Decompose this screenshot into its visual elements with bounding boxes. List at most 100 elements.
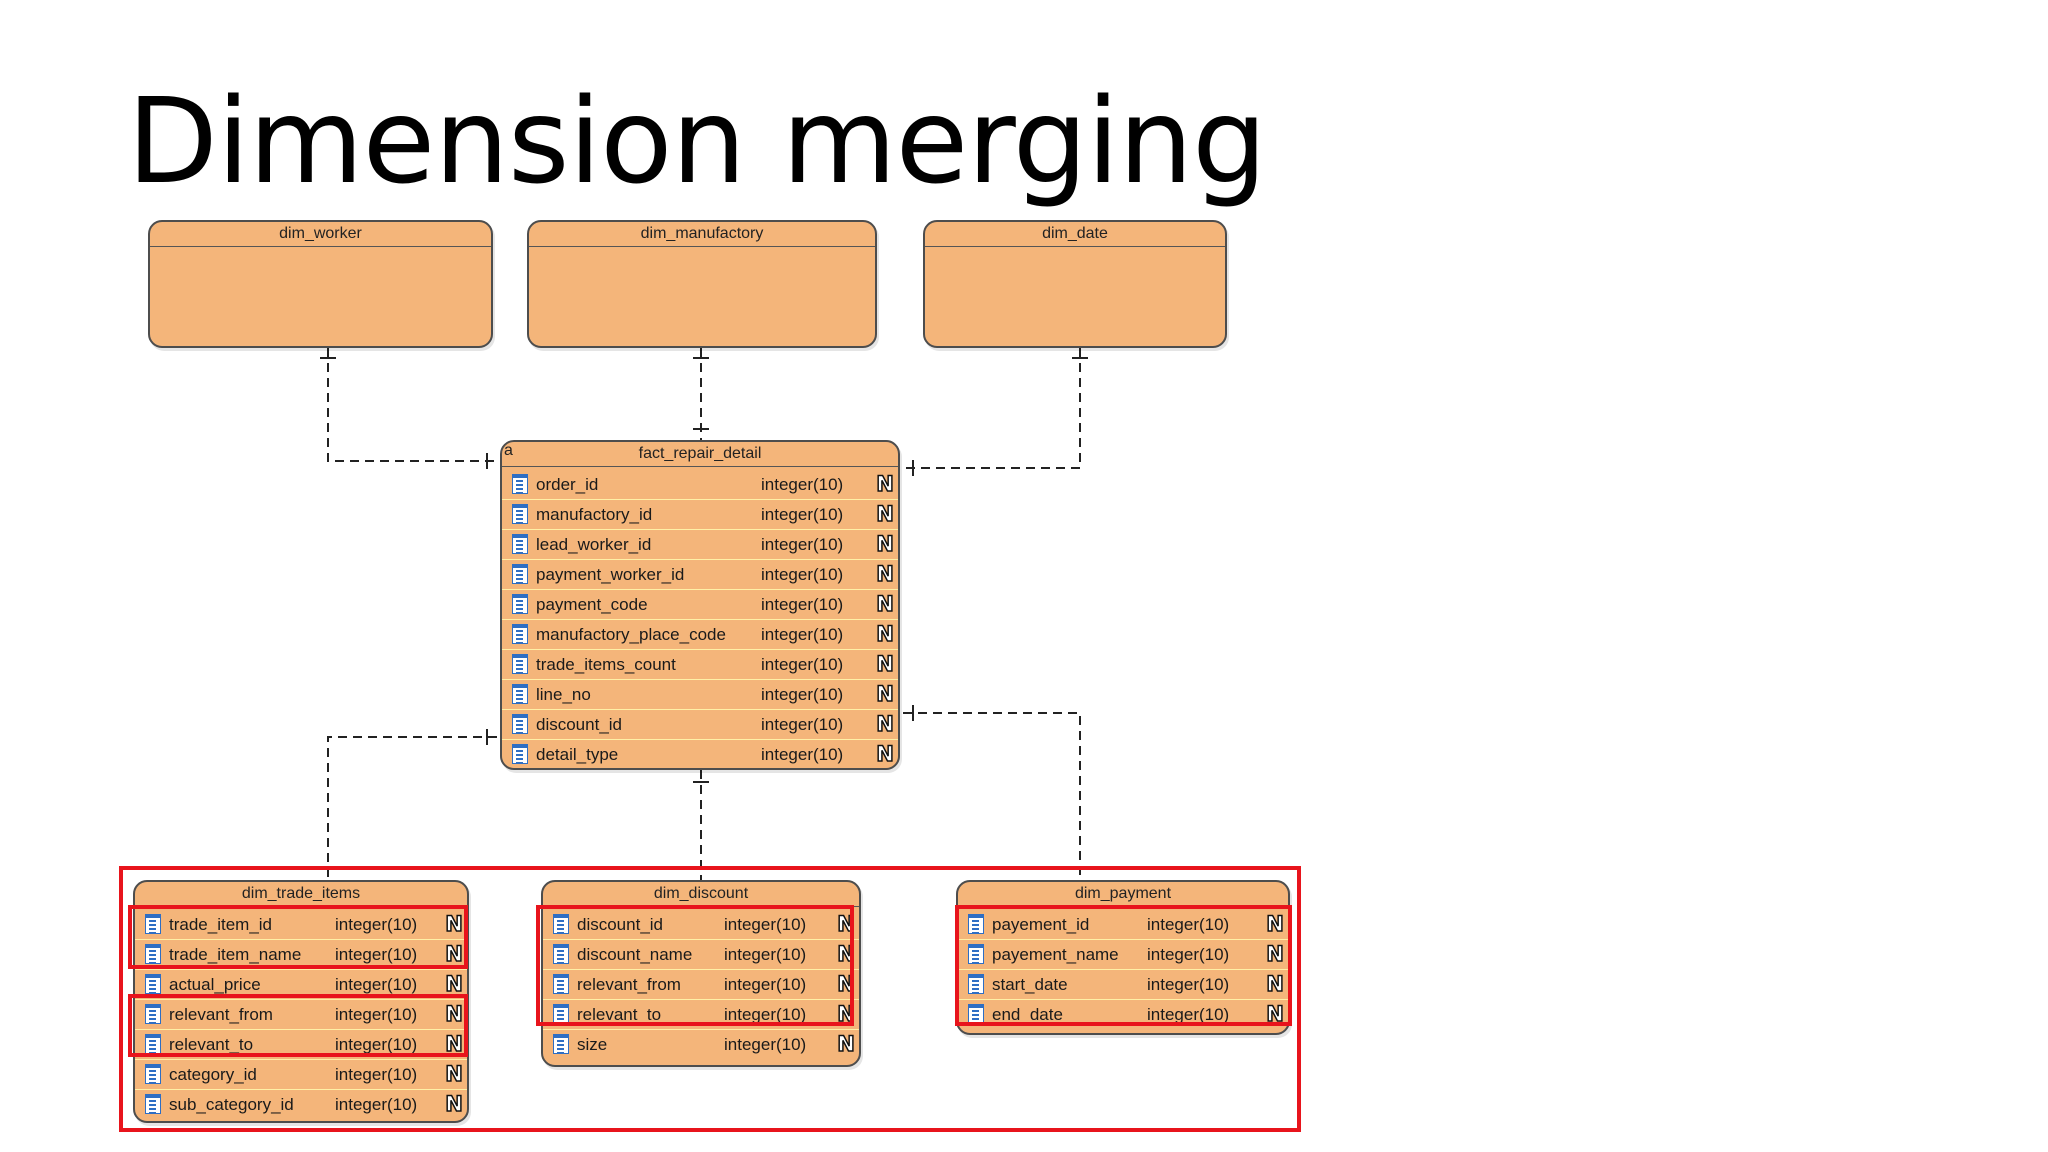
column-type: integer(10) [335,1035,418,1054]
column-name: payement_id [992,915,1090,934]
entity-title: dim_date [925,222,1225,247]
table-column-icon [512,564,528,584]
column-row[interactable]: relevant_from integer(10) N [135,999,467,1029]
entity-title: dim_manufactory [529,222,875,247]
highlight-payment-columns [955,905,1292,1026]
column-name: relevant_from [577,975,681,994]
column-name: payement_name [992,945,1119,964]
table-column-icon [512,654,528,674]
column-row[interactable]: category_id integer(10) N [135,1059,467,1089]
column-name: actual_price [169,975,261,994]
table-column-icon [512,474,528,494]
table-column-icon [553,974,569,994]
table-column-icon [145,974,161,994]
column-type: integer(10) [761,475,844,494]
entity-dim-manufactory[interactable]: dim_manufactory [527,220,877,348]
nullable-n-icon: N [444,1002,463,1026]
entity-dim-worker[interactable]: dim_worker [148,220,493,348]
column-name: relevant_to [169,1035,254,1054]
column-row[interactable]: actual_price integer(10) N [135,969,467,999]
nullable-n-icon: N [1265,972,1284,996]
table-column-icon [512,744,528,764]
column-name: trade_item_id [169,915,273,934]
nullable-n-icon: N [1265,1002,1284,1026]
column-type: integer(10) [335,1005,418,1024]
connector-dim-worker-fact [327,348,497,462]
column-name: trade_item_name [169,945,302,964]
column-name: payment_code [536,595,648,614]
nullable-n-icon: N [444,972,463,996]
column-type: integer(10) [1147,915,1230,934]
highlight-merged-dimensions [119,866,1301,1132]
table-column-icon [553,914,569,934]
column-name: trade_items_count [536,655,676,674]
column-type: integer(10) [335,945,418,964]
column-type: integer(10) [761,715,844,734]
nullable-n-icon: N [875,712,894,736]
column-type: integer(10) [335,1065,418,1084]
slide-title: Dimension merging [127,72,1267,210]
column-row[interactable]: payement_name integer(10) N [958,939,1288,969]
column-name: detail_type [536,745,619,764]
nullable-n-icon: N [875,532,894,556]
column-name: relevant_from [169,1005,273,1024]
nullable-n-icon: N [875,682,894,706]
column-name: manufactory_id [536,505,653,524]
entity-corner-mark: a [504,442,513,459]
column-name: start_date [992,975,1068,994]
column-name: category_id [169,1065,257,1084]
table-column-icon [145,914,161,934]
column-name: end_date [992,1005,1063,1024]
column-type: integer(10) [1147,1005,1230,1024]
entity-dim-date[interactable]: dim_date [923,220,1227,348]
column-type: integer(10) [761,565,844,584]
column-name: payment_worker_id [536,565,685,584]
column-type: integer(10) [724,1005,807,1024]
column-type: integer(10) [724,975,807,994]
nullable-n-icon: N [444,1062,463,1086]
column-name: discount_name [577,945,693,964]
connector-fact-dim-payment [903,712,1081,881]
column-type: integer(10) [1147,945,1230,964]
table-column-icon [968,974,984,994]
column-type: integer(10) [724,1035,807,1054]
table-column-icon [968,944,984,964]
table-column-icon [968,1004,984,1024]
table-column-icon [145,1004,161,1024]
column-type: integer(10) [761,505,844,524]
nullable-n-icon: N [1265,942,1284,966]
column-name: sub_category_id [169,1095,294,1114]
column-type: integer(10) [335,975,418,994]
nullable-n-icon: N [875,742,894,766]
column-name: size [577,1035,608,1054]
connector-fact-dim-trade-items [327,736,497,881]
nullable-n-icon: N [875,622,894,646]
table-column-icon [512,684,528,704]
nullable-n-icon: N [875,652,894,676]
connector-dim-date-fact [903,348,1081,469]
column-row[interactable]: end_date integer(10) N [958,999,1288,1029]
